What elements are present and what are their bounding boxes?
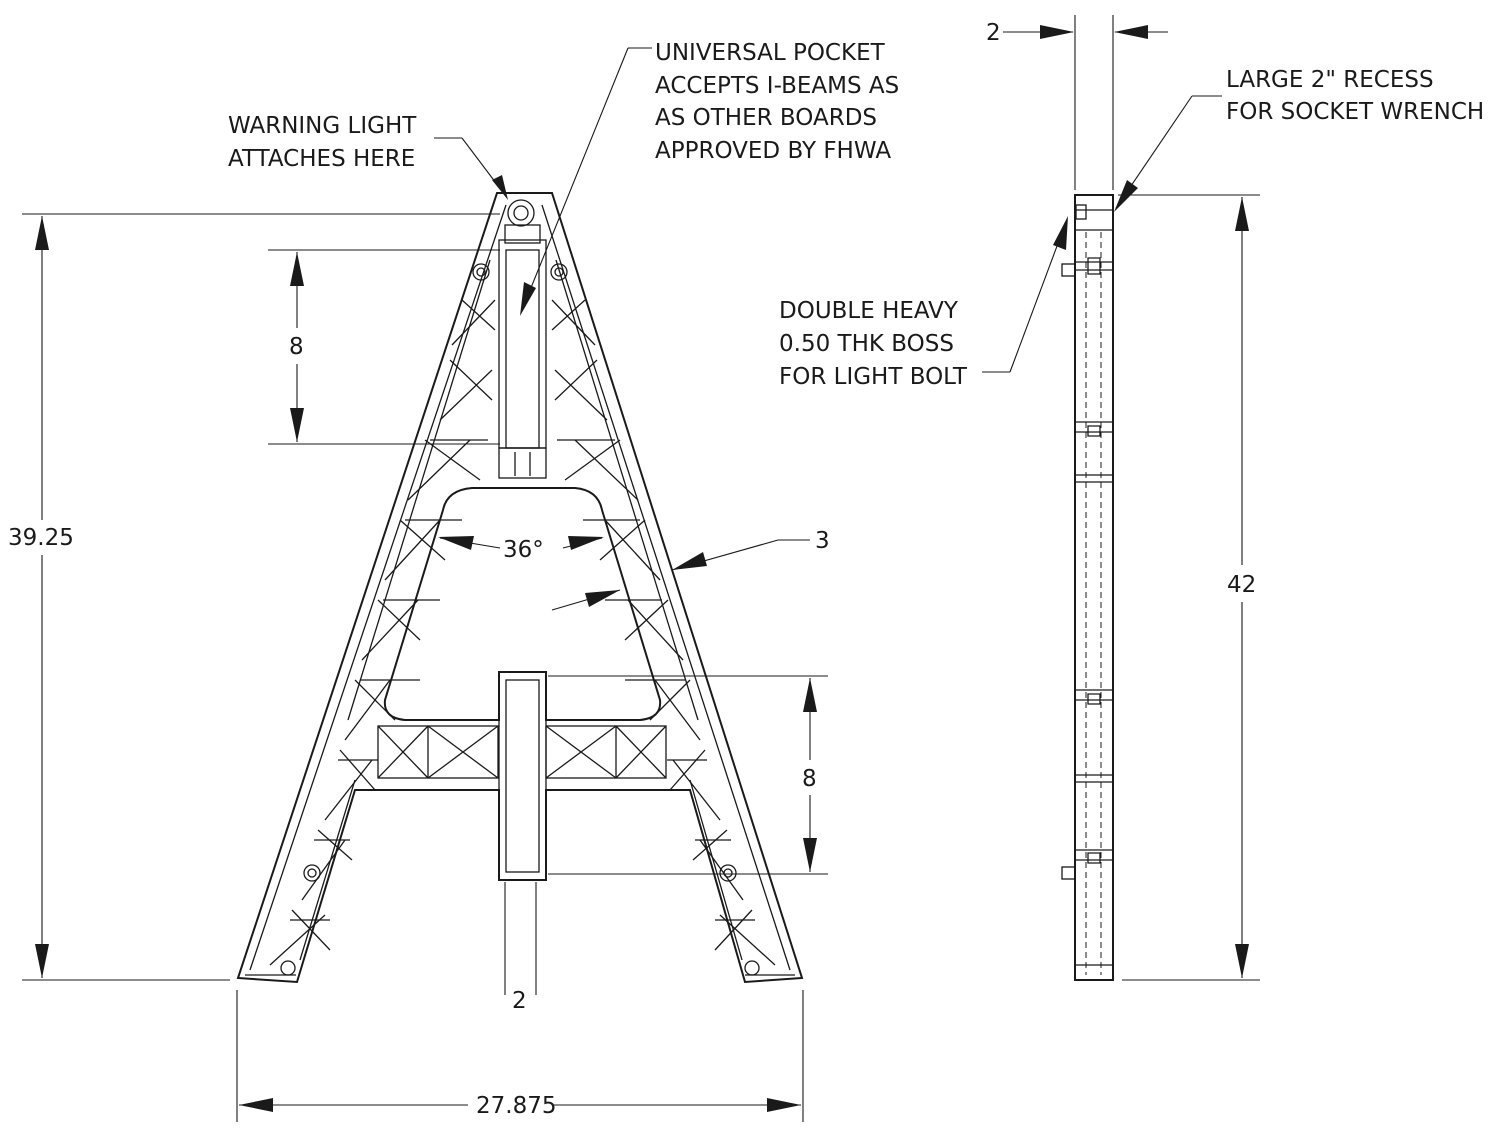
boss-note-line1: DOUBLE HEAVY	[779, 298, 959, 324]
pocket-width-dimension: 2	[512, 988, 527, 1014]
front-note-leaders	[434, 47, 652, 316]
right-leg-lattice	[551, 299, 776, 966]
base-width-dimension: 27.875	[476, 1093, 556, 1119]
overall-height-dimension: 39.25	[8, 525, 74, 551]
light-boss-outer	[507, 199, 535, 227]
front-dimensions	[22, 213, 828, 1122]
side-view	[1061, 194, 1114, 981]
boss-note-line3: FOR LIGHT BOLT	[779, 364, 968, 390]
boss-note-line2: 0.50 THK BOSS	[779, 331, 954, 357]
warning-light-note-line1: WARNING LIGHT	[228, 113, 417, 139]
universal-pocket-note-line3: AS OTHER BOARDS	[655, 105, 877, 131]
universal-pocket-note-line2: ACCEPTS I-BEAMS AS	[655, 73, 899, 99]
light-boss-inner	[513, 205, 529, 221]
leg-angle-dimension: 36°	[503, 537, 544, 563]
leg-width-dimension: 3	[815, 528, 830, 554]
upper-pocket	[498, 224, 547, 479]
hex-bolts	[303, 263, 737, 882]
universal-pocket-note-line1: UNIVERSAL POCKET	[655, 40, 886, 66]
lower-pocket	[498, 671, 547, 881]
top-pocket-dimension: 8	[289, 334, 304, 360]
side-dimensions	[982, 15, 1260, 981]
side-height-dimension: 42	[1227, 572, 1256, 598]
lower-boss	[1061, 866, 1076, 880]
side-body	[1074, 194, 1114, 981]
recess-note-line1: LARGE 2" RECESS	[1226, 67, 1434, 93]
warning-light-note-line2: ATTACHES HERE	[228, 146, 415, 172]
upper-boss	[1061, 263, 1076, 277]
recess-note-line2: FOR SOCKET WRENCH	[1226, 99, 1484, 125]
side-thickness-dimension: 2	[986, 20, 1001, 46]
bottom-pocket-dimension: 8	[802, 766, 817, 792]
left-leg-lattice	[269, 299, 496, 966]
front-view	[236, 192, 804, 984]
universal-pocket-note-line4: APPROVED BY FHWA	[655, 138, 891, 164]
